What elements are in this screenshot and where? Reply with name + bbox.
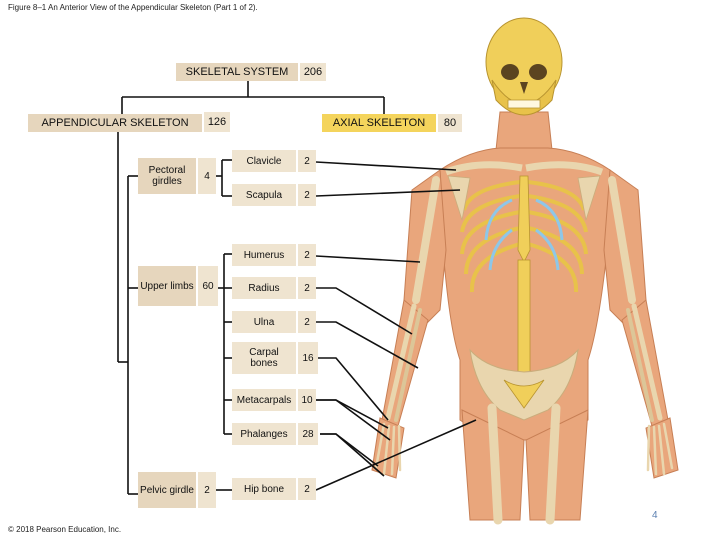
bone-ulna-label: Ulna [254,317,275,328]
bone-ulna-box: Ulna [232,311,296,333]
axial-skeleton-box: AXIAL SKELETON [322,114,436,132]
bone-scapula-box: Scapula [232,184,296,206]
pelvic-girdle-box: Pelvic girdle [138,472,196,508]
bone-scapula-label: Scapula [246,190,282,201]
axial-skeleton-label: AXIAL SKELETON [333,118,425,129]
bone-clavicle-label: Clavicle [246,156,281,167]
pectoral-girdles-label: Pectoral girdles [138,165,196,187]
bone-phalanges-label: Phalanges [240,429,287,440]
skeletal-system-label: SKELETAL SYSTEM [186,67,289,78]
upper-limbs-box: Upper limbs [138,266,196,306]
bone-hip-bone-box: Hip bone [232,478,296,500]
appendicular-skeleton-box: APPENDICULAR SKELETON [28,114,202,132]
bone-clavicle-box: Clavicle [232,150,296,172]
pectoral-girdles-count: 4 [198,158,216,194]
bone-hip-bone-label: Hip bone [244,484,284,495]
bone-ulna-count: 2 [298,311,316,333]
bone-humerus-box: Humerus [232,244,296,266]
bone-phalanges-count: 28 [298,423,318,445]
bone-hip-bone-count: 2 [298,478,316,500]
upper-limbs-label: Upper limbs [140,281,193,292]
axial-skeleton-count: 80 [438,114,462,132]
bone-scapula-count: 2 [298,184,316,206]
skeletal-system-count: 206 [300,63,326,81]
bone-metacarpals-label: Metacarpals [237,395,291,406]
bone-phalanges-box: Phalanges [232,423,296,445]
bone-humerus-label: Humerus [244,250,285,261]
appendicular-skeleton-count: 126 [204,112,230,132]
bone-carpal-bones-count: 16 [298,342,318,374]
appendicular-skeleton-label: APPENDICULAR SKELETON [41,118,188,129]
bone-carpal-bones-label: Carpal bones [244,347,284,369]
bone-radius-label: Radius [248,283,279,294]
skeletal-system-box: SKELETAL SYSTEM [176,63,298,81]
bone-metacarpals-count: 10 [298,389,316,411]
upper-limbs-count: 60 [198,266,218,306]
bone-radius-box: Radius [232,277,296,299]
pelvic-girdle-label: Pelvic girdle [140,485,194,496]
bone-humerus-count: 2 [298,244,316,266]
bone-carpal-bones-box: Carpal bones [232,342,296,374]
bone-radius-count: 2 [298,277,316,299]
bone-clavicle-count: 2 [298,150,316,172]
pelvic-girdle-count: 2 [198,472,216,508]
bone-metacarpals-box: Metacarpals [232,389,296,411]
pectoral-girdles-box: Pectoral girdles [138,158,196,194]
